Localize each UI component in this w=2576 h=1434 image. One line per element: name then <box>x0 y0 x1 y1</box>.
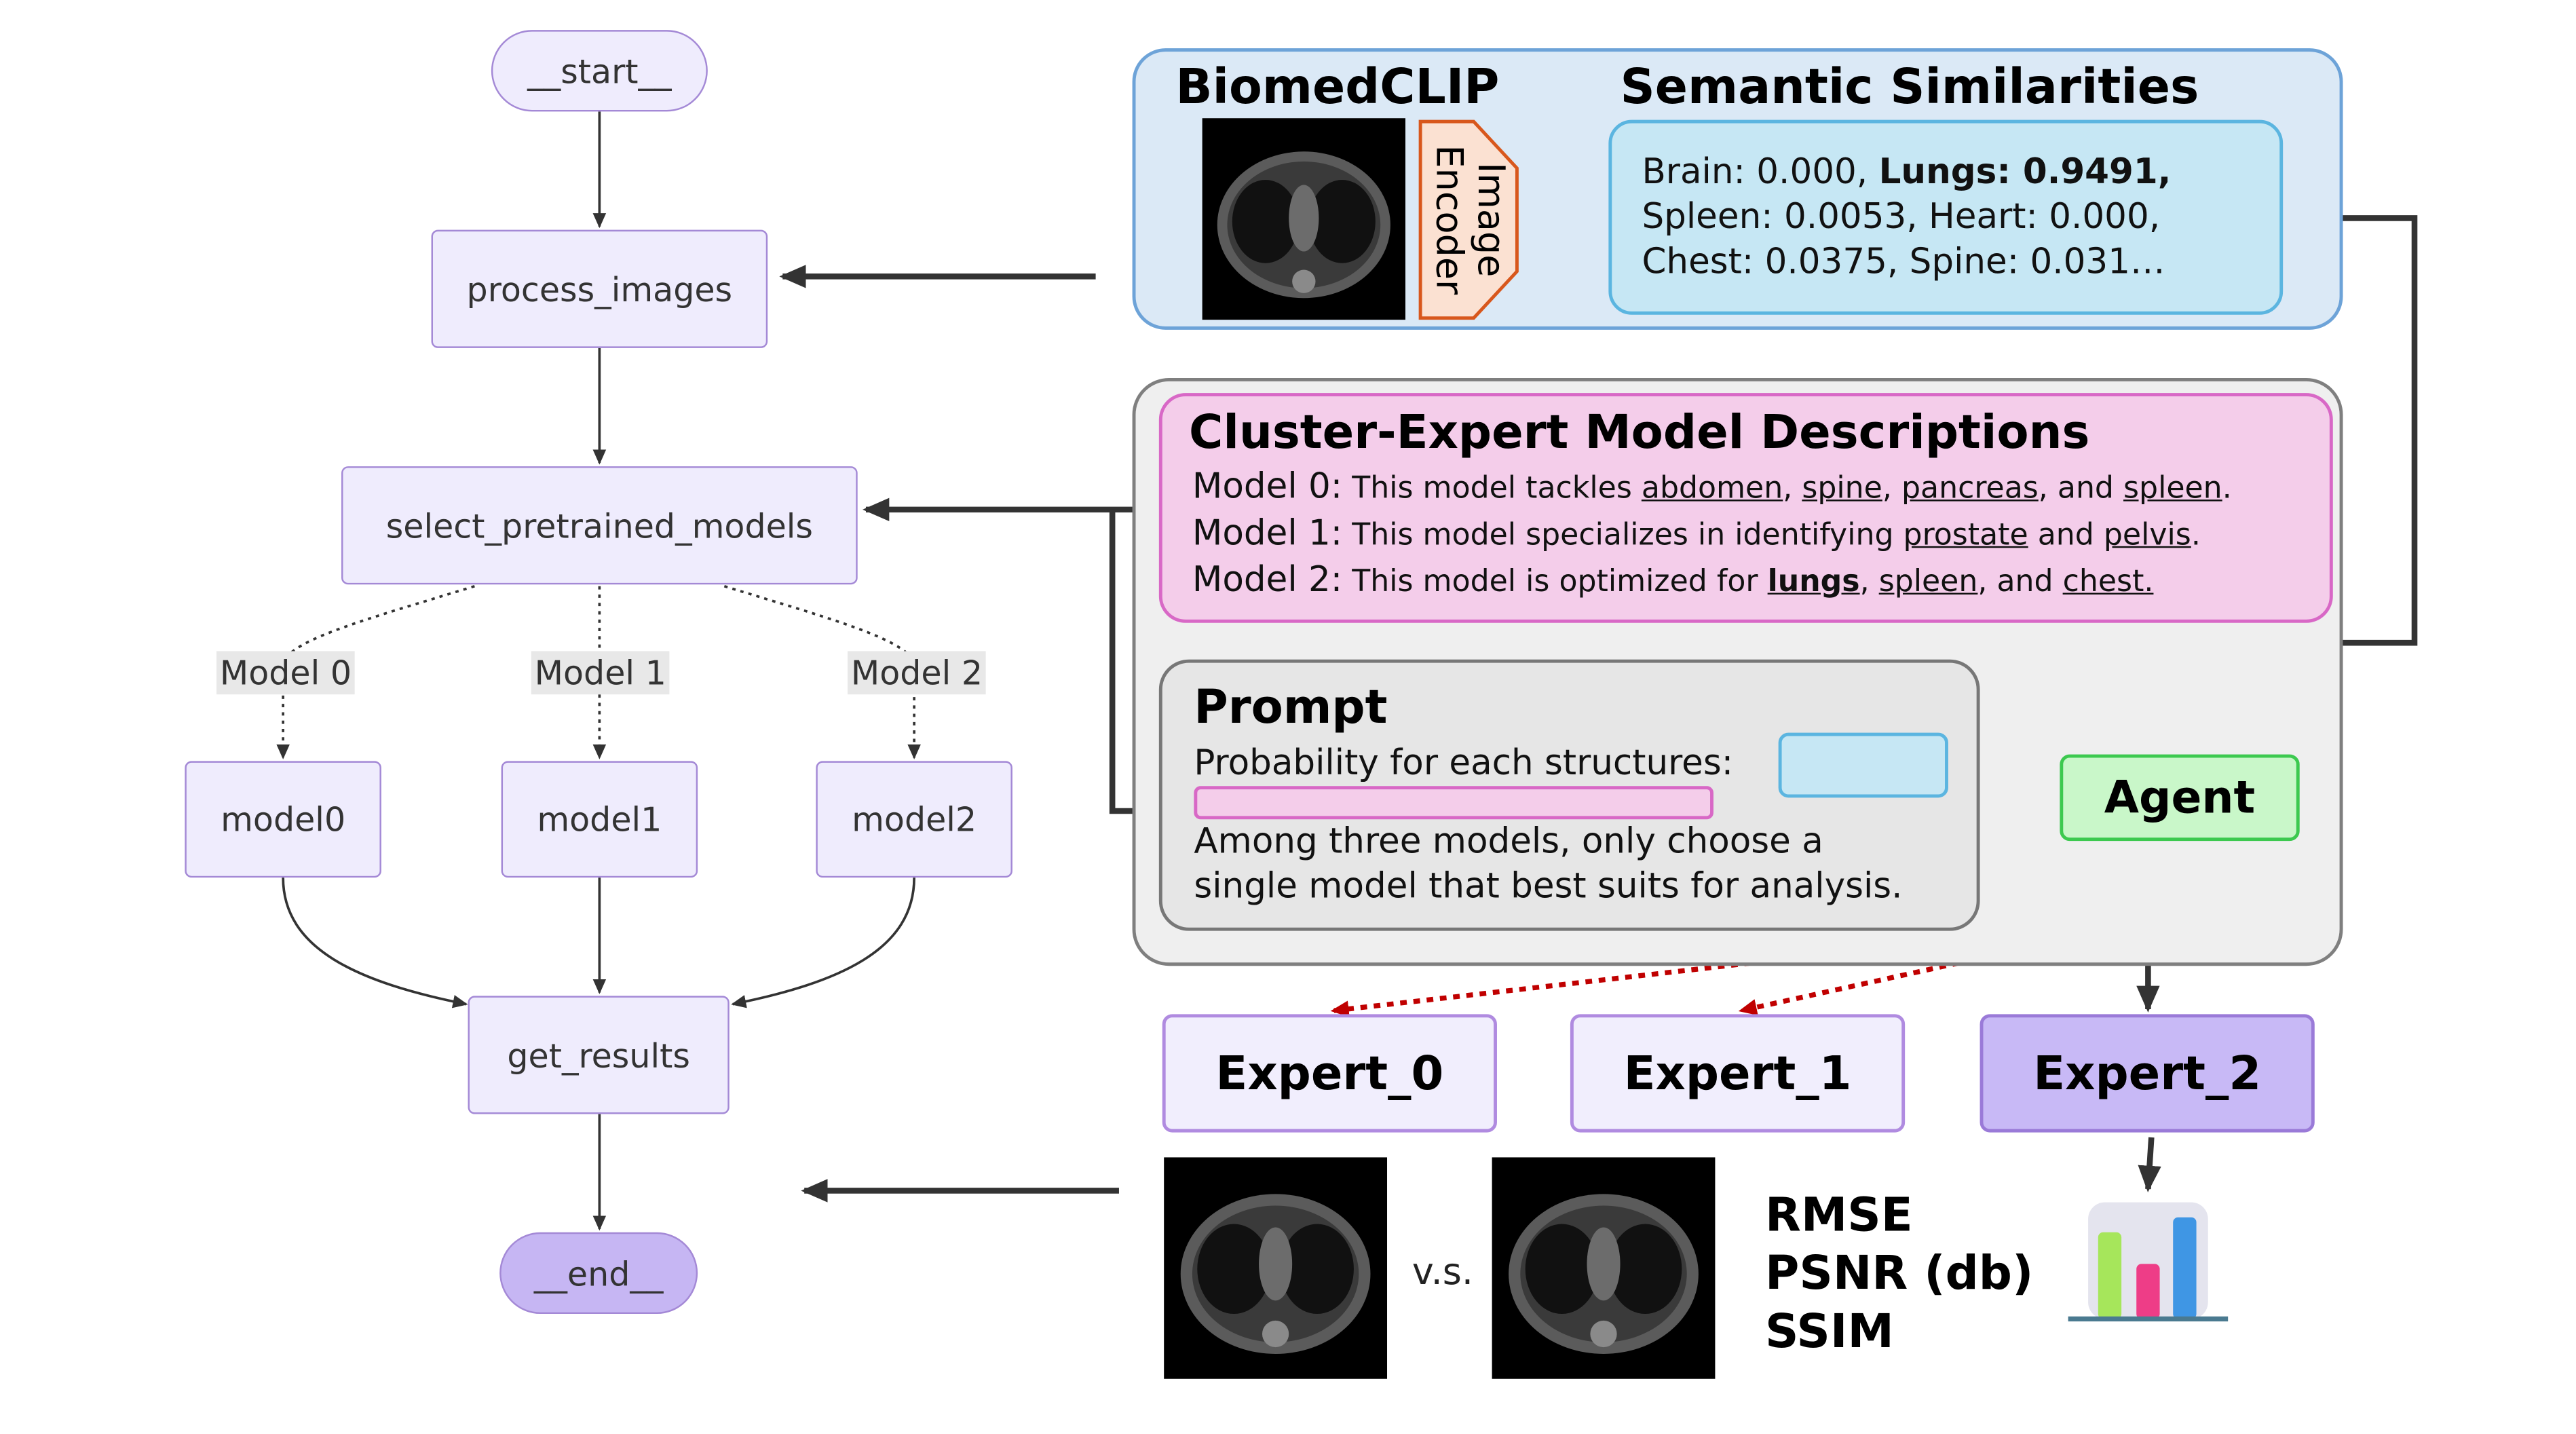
model2-label: model2 <box>852 799 977 839</box>
expert2-label: Expert_2 <box>2033 1045 2262 1101</box>
metric-psnr: PSNR (db) <box>1765 1245 2034 1301</box>
edge-label-model1: Model 1 <box>531 651 670 695</box>
image-encoder-label: Image Encoder <box>1426 145 1511 295</box>
start-node[interactable]: __start__ <box>491 30 708 112</box>
image-encoder-block: Image Encoder <box>1417 118 1520 321</box>
agent-label-box[interactable]: Agent <box>2060 754 2300 842</box>
ct-scan-reference-image <box>1492 1157 1716 1379</box>
end-node[interactable]: __end__ <box>499 1232 698 1315</box>
model0-description: Model 0: This model tackles abdomen, spi… <box>1192 466 2232 506</box>
similarities-text: Brain: 0.000, Lungs: 0.9491, Spleen: 0.0… <box>1642 150 2171 285</box>
model2-node[interactable]: model2 <box>816 761 1012 878</box>
metrics-list: RMSE PSNR (db) SSIM <box>1765 1186 2033 1361</box>
model1-node[interactable]: model1 <box>501 761 698 878</box>
prompt-line3: single model that best suits for analysi… <box>1194 865 1903 906</box>
select-pretrained-models-node[interactable]: select_pretrained_models <box>341 466 858 585</box>
prompt-line2: Among three models, only choose a <box>1194 820 1823 861</box>
expert0-label: Expert_0 <box>1215 1045 1444 1101</box>
expert2-box[interactable]: Expert_2 <box>1980 1014 2315 1133</box>
edge-label-model2: Model 2 <box>847 651 986 695</box>
expert1-label: Expert_1 <box>1623 1045 1852 1101</box>
metric-rmse: RMSE <box>1765 1187 1913 1243</box>
model0-label: model0 <box>221 799 346 839</box>
prompt-description-slot <box>1194 786 1713 820</box>
start-node-label: __start__ <box>527 50 672 91</box>
sim-line2: Spleen: 0.0053, Heart: 0.000, <box>1642 196 2161 237</box>
similarities-title: Semantic Similarities <box>1620 58 2199 115</box>
prompt-line1: Probability for each structures: <box>1194 742 1734 783</box>
arrow-expert2-to-metrics <box>2138 1137 2161 1192</box>
bar-chart-icon <box>2068 1202 2229 1322</box>
ct-scan-input-image <box>1202 118 1406 320</box>
sim-line3: Chest: 0.0375, Spine: 0.031… <box>1642 241 2165 282</box>
sim-line1-plain: Brain: 0.000, <box>1642 151 1879 192</box>
get-results-node[interactable]: get_results <box>468 996 730 1114</box>
similarities-box <box>1608 119 2284 315</box>
vs-label: v.s. <box>1412 1252 1474 1294</box>
select-models-label: select_pretrained_models <box>385 505 814 546</box>
process-images-node[interactable]: process_images <box>431 229 768 348</box>
prompt-similarity-slot <box>1778 732 1948 798</box>
sim-line1-bold: Lungs: 0.9491, <box>1878 151 2172 192</box>
agent-label: Agent <box>2104 772 2256 824</box>
expert1-box[interactable]: Expert_1 <box>1570 1014 1906 1133</box>
end-node-label: __end__ <box>533 1253 664 1294</box>
cluster-descriptions-box <box>1158 393 2333 623</box>
expert0-box[interactable]: Expert_0 <box>1162 1014 1497 1133</box>
cluster-title: Cluster-Expert Model Descriptions <box>1189 404 2090 460</box>
edge-label-model0: Model 0 <box>216 651 356 695</box>
ct-scan-output-image <box>1164 1157 1388 1379</box>
model2-description: Model 2: This model is optimized for lun… <box>1192 559 2154 600</box>
edge-model0-results <box>282 878 468 1008</box>
get-results-label: get_results <box>507 1035 690 1075</box>
model0-node[interactable]: model0 <box>185 761 381 878</box>
cluster-model-lines: Model 0: This model tackles abdomen, spi… <box>1192 465 2232 605</box>
process-images-label: process_images <box>466 269 733 309</box>
model1-label: model1 <box>537 799 662 839</box>
metric-ssim: SSIM <box>1765 1304 1894 1359</box>
biomedclip-title: BiomedCLIP <box>1175 58 1500 115</box>
model1-description: Model 1: This model specializes in ident… <box>1192 512 2201 553</box>
edge-model2-results <box>731 878 915 1008</box>
prompt-title: Prompt <box>1194 679 1388 735</box>
